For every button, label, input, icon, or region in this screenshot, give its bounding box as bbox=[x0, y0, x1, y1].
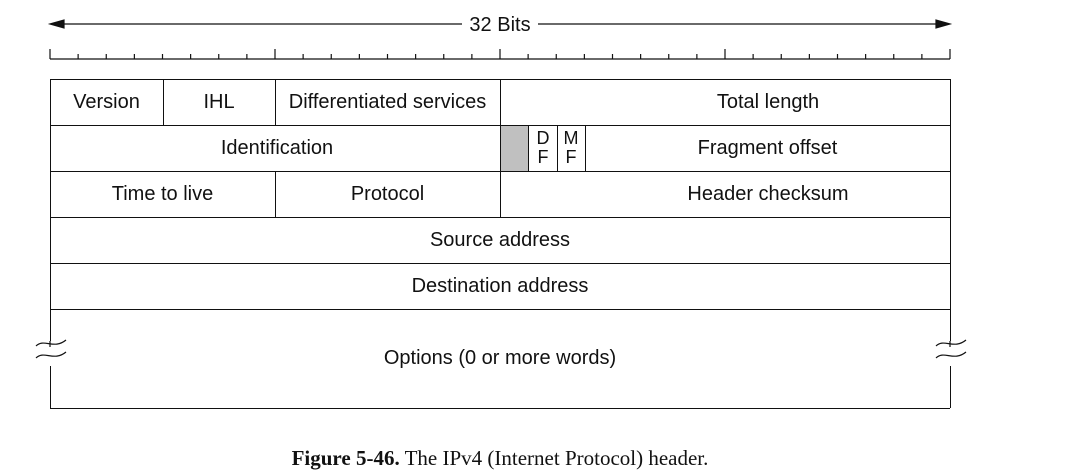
bits-label: 32 Bits bbox=[469, 14, 530, 36]
row-4: Source address bbox=[50, 217, 950, 263]
reserved-bit bbox=[501, 126, 528, 171]
field-destination-address: Destination address bbox=[411, 274, 589, 297]
figure-caption: Figure 5-46. The IPv4 (Internet Protocol… bbox=[0, 446, 1000, 471]
field-total-length: Total length bbox=[716, 90, 820, 113]
row-1: Version IHL Differentiated services Tota… bbox=[50, 79, 950, 125]
row-6: Options (0 or more words) bbox=[50, 309, 950, 408]
field-time-to-live: Time to live bbox=[111, 182, 214, 205]
flag-df-top: D bbox=[536, 128, 550, 148]
figure-number: Figure 5-46. bbox=[291, 446, 400, 470]
figure-caption-text: The IPv4 (Internet Protocol) header. bbox=[404, 446, 709, 470]
flag-mf-bottom: F bbox=[565, 147, 577, 167]
arrow-left-head bbox=[47, 19, 65, 29]
bit-scale: 32 Bits bbox=[47, 14, 953, 60]
field-differentiated-services: Differentiated services bbox=[288, 90, 487, 113]
row-3: Time to live Protocol Header checksum bbox=[50, 171, 950, 217]
field-header-checksum: Header checksum bbox=[687, 182, 849, 205]
field-identification: Identification bbox=[220, 136, 334, 159]
field-ihl: IHL bbox=[203, 90, 235, 113]
field-protocol: Protocol bbox=[350, 182, 425, 205]
break-mark-right bbox=[935, 339, 967, 359]
row-2: Identification D F M F Fragment offset bbox=[50, 125, 950, 171]
flag-df-bottom: F bbox=[537, 147, 549, 167]
arrow-right-head bbox=[935, 19, 953, 29]
flag-mf-top: M bbox=[563, 128, 579, 148]
flag-df: D F bbox=[529, 125, 557, 171]
field-fragment-offset: Fragment offset bbox=[697, 136, 838, 159]
field-source-address: Source address bbox=[429, 228, 571, 251]
field-options: Options (0 or more words) bbox=[383, 347, 617, 369]
row-5: Destination address bbox=[50, 263, 950, 309]
break-mark-left bbox=[35, 339, 67, 359]
flag-mf: M F bbox=[557, 125, 585, 171]
field-version: Version bbox=[73, 90, 140, 113]
